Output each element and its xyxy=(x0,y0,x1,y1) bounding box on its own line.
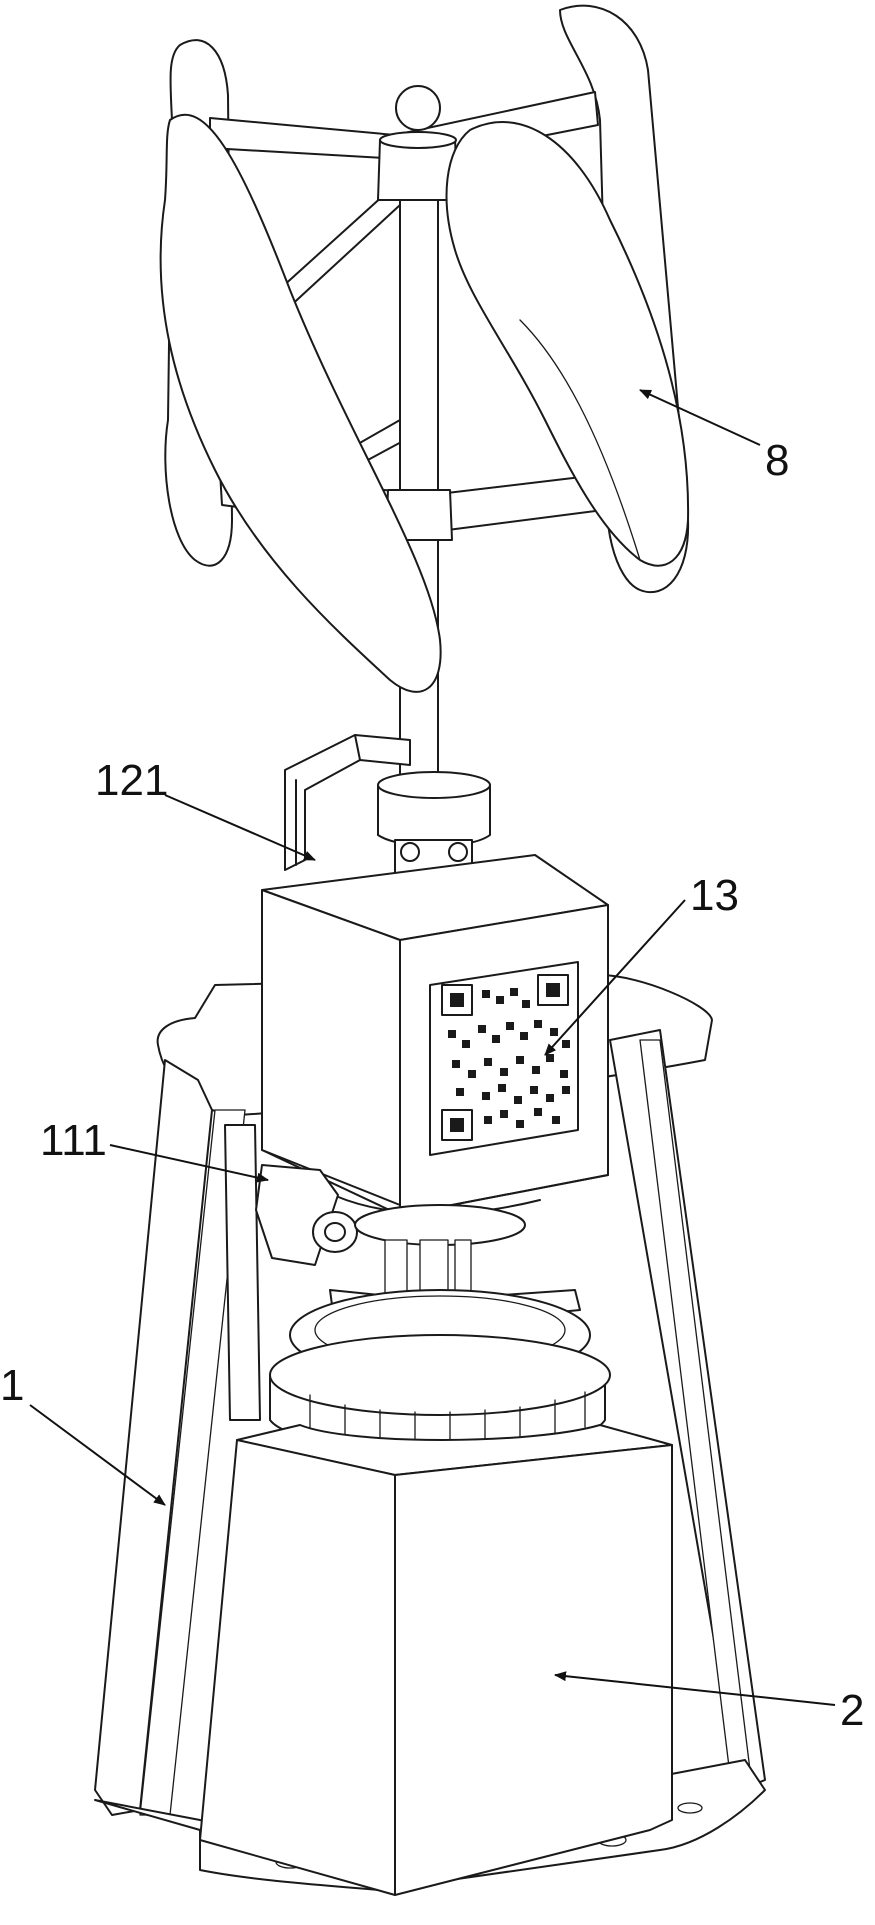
callout-label-8: 8 xyxy=(765,436,789,485)
callout-111: 111 xyxy=(40,1116,269,1183)
leader-1 xyxy=(29,1404,166,1506)
base-box xyxy=(199,1424,673,1896)
callout-121: 121 xyxy=(95,756,316,861)
leader-2 xyxy=(554,1671,836,1706)
leader-13 xyxy=(544,899,686,1056)
generator-housing xyxy=(261,854,609,1216)
shaft-coupling xyxy=(377,771,491,890)
leader-111 xyxy=(109,1144,269,1183)
callout-label-121: 121 xyxy=(95,756,168,805)
lower-ring-flange xyxy=(269,1334,611,1416)
hub-cap-ball xyxy=(395,85,441,131)
frame-leg-left-back xyxy=(224,1124,261,1421)
qr-code xyxy=(441,974,570,1141)
front-right-blade-edge xyxy=(519,319,641,561)
top-hub-ring xyxy=(379,131,457,149)
callout-label-2: 2 xyxy=(840,1686,864,1735)
upper-gear-disc xyxy=(354,1204,526,1246)
callout-1: 1 xyxy=(0,1361,166,1506)
leader-8 xyxy=(639,389,761,446)
callout-13: 13 xyxy=(544,871,739,1056)
coupling-top-ring xyxy=(377,771,491,799)
housing-left-face xyxy=(261,889,401,1206)
spindle-right xyxy=(454,1239,472,1296)
base-box-left-face xyxy=(199,1439,396,1896)
actuator-roller-inner xyxy=(324,1222,346,1242)
set-screw-right xyxy=(448,842,468,862)
drive-mechanism xyxy=(255,1164,611,1486)
callout-2: 2 xyxy=(554,1671,864,1735)
callout-label-111: 111 xyxy=(40,1116,107,1165)
callout-label-1: 1 xyxy=(0,1361,24,1410)
callout-label-13: 13 xyxy=(690,871,739,920)
callout-8: 8 xyxy=(639,389,789,485)
rotor-blade-front-left xyxy=(159,113,442,693)
rotor-shaft xyxy=(399,149,439,791)
base-box-top xyxy=(236,1424,673,1476)
set-screw-left xyxy=(400,842,420,862)
base-box-right-face xyxy=(394,1444,673,1896)
leader-121 xyxy=(164,794,316,861)
base-bolt-hole-5 xyxy=(677,1802,703,1814)
qr-modules xyxy=(448,988,570,1128)
wind-turbine-rotor xyxy=(159,4,690,791)
rotor-blade-front-right xyxy=(445,121,690,567)
